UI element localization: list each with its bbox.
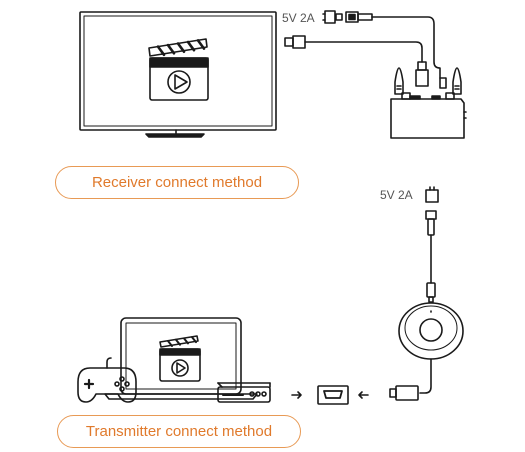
- hdmi-port-icon: [317, 385, 349, 405]
- receiver-box: [390, 92, 467, 139]
- clapperboard-icon: [159, 335, 201, 382]
- usb-adapter-icon: [322, 10, 373, 24]
- hdmi-cable-bottom: [419, 358, 432, 394]
- antenna-right: [452, 67, 462, 95]
- arrow-right-icon: [291, 391, 302, 399]
- tv-monitor: [79, 11, 277, 138]
- hdmi-plug-top: [284, 35, 306, 49]
- power-label-mid: 5V 2A: [380, 188, 413, 202]
- power-cable-top: [371, 16, 441, 79]
- hdmi-plug-bottom: [389, 385, 419, 401]
- arrow-left-icon: [358, 391, 369, 399]
- transmitter-method-label: Transmitter connect method: [57, 415, 301, 448]
- play-icon: [171, 359, 189, 377]
- game-console: [217, 382, 271, 403]
- laptop: [104, 317, 258, 400]
- antenna-left: [394, 67, 404, 95]
- receiver-method-label: Receiver connect method: [55, 166, 299, 199]
- play-icon: [167, 70, 191, 94]
- power-label-top: 5V 2A: [282, 11, 315, 25]
- usb-adapter-icon: [425, 186, 439, 236]
- transmitter-puck: [398, 302, 464, 360]
- clapperboard-icon: [148, 38, 209, 101]
- gamepad-icon: [77, 357, 137, 403]
- hdmi-cable-top: [304, 41, 423, 63]
